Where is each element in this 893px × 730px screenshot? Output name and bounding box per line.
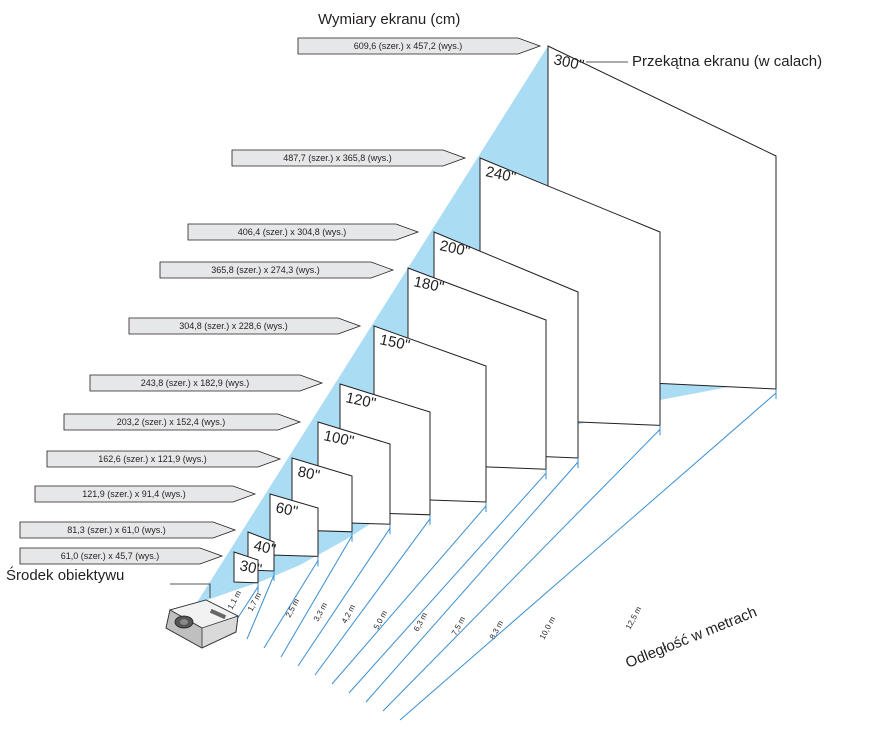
lens-center-label: Środek obiektywu bbox=[6, 566, 124, 584]
callout-box bbox=[19, 547, 224, 565]
dimension-callout-0: 61,0 (szer.) x 45,7 (wys.) bbox=[19, 547, 224, 565]
dimension-callout-6: 304,8 (szer.) x 228,6 (wys.) bbox=[128, 317, 362, 335]
screen-0: 30" bbox=[233, 551, 263, 584]
distance-label: 12,5 m bbox=[624, 605, 644, 631]
callout-box bbox=[89, 374, 324, 392]
callout-box bbox=[231, 149, 467, 167]
screen-dims-title: Wymiary ekranu (cm) bbox=[318, 11, 460, 28]
callout-text: 487,7 (szer.) x 365,8 (wys.) bbox=[283, 153, 392, 163]
distance-line bbox=[246, 574, 275, 640]
callout-box bbox=[159, 261, 395, 279]
screen-diagonal-label: 100" bbox=[322, 427, 355, 450]
screen-2: 60" bbox=[269, 493, 319, 557]
screen-diagonal-label: 40" bbox=[252, 537, 277, 558]
callout-box bbox=[128, 317, 362, 335]
dimension-callout-10: 609,6 (szer.) x 457,2 (wys.) bbox=[297, 37, 542, 55]
callout-text: 203,2 (szer.) x 152,4 (wys.) bbox=[117, 417, 226, 427]
screen-diagonal-label: 300" bbox=[552, 51, 585, 74]
distance-line bbox=[348, 472, 547, 694]
projector-icon bbox=[165, 599, 240, 649]
dimension-callout-3: 162,6 (szer.) x 121,9 (wys.) bbox=[46, 450, 282, 468]
callout-box bbox=[297, 37, 542, 55]
callout-box bbox=[34, 485, 257, 503]
dimension-callout-1: 81,3 (szer.) x 61,0 (wys.) bbox=[19, 521, 237, 539]
callout-text: 406,4 (szer.) x 304,8 (wys.) bbox=[238, 227, 347, 237]
distance-label: 3,3 m bbox=[312, 601, 329, 623]
callout-text: 61,0 (szer.) x 45,7 (wys.) bbox=[61, 551, 160, 561]
distance-line bbox=[297, 527, 391, 667]
distance-line bbox=[331, 505, 487, 685]
diagonal-title: Przekątna ekranu (w calach) bbox=[632, 53, 822, 70]
dimension-callout-9: 487,7 (szer.) x 365,8 (wys.) bbox=[231, 149, 467, 167]
distance-label: 8,3 m bbox=[488, 619, 505, 641]
callout-box bbox=[63, 413, 302, 431]
callout-text: 121,9 (szer.) x 91,4 (wys.) bbox=[82, 489, 186, 499]
distance-label: 1,7 m bbox=[246, 591, 263, 613]
callout-text: 162,6 (szer.) x 121,9 (wys.) bbox=[98, 454, 207, 464]
callout-text: 243,8 (szer.) x 182,9 (wys.) bbox=[141, 378, 250, 388]
screen-diagonal-label: 180" bbox=[412, 273, 445, 296]
screen-diagonal-label: 80" bbox=[296, 463, 321, 484]
callout-text: 609,6 (szer.) x 457,2 (wys.) bbox=[354, 41, 463, 51]
screen-diagonal-label: 30" bbox=[238, 557, 263, 578]
distance-line bbox=[314, 518, 431, 676]
callout-text: 365,8 (szer.) x 274,3 (wys.) bbox=[211, 265, 320, 275]
callout-box bbox=[46, 450, 282, 468]
distance-line bbox=[399, 392, 777, 721]
callout-text: 304,8 (szer.) x 228,6 (wys.) bbox=[179, 321, 288, 331]
distance-line bbox=[263, 560, 319, 649]
screen-diagonal-label: 240" bbox=[484, 163, 517, 186]
dimension-callout-5: 243,8 (szer.) x 182,9 (wys.) bbox=[89, 374, 324, 392]
distance-line bbox=[365, 461, 579, 703]
dimension-callout-4: 203,2 (szer.) x 152,4 (wys.) bbox=[63, 413, 302, 431]
distance-label: 2,5 m bbox=[284, 597, 301, 619]
callout-text: 81,3 (szer.) x 61,0 (wys.) bbox=[67, 525, 166, 535]
distance-line bbox=[280, 535, 353, 658]
dimension-callouts: 61,0 (szer.) x 45,7 (wys.) 81,3 (szer.) x… bbox=[19, 37, 542, 565]
lens-center-leader bbox=[170, 583, 211, 598]
distance-label: 10,0 m bbox=[538, 615, 558, 641]
callout-box bbox=[19, 521, 237, 539]
beam-top bbox=[196, 46, 548, 604]
dimension-callout-7: 365,8 (szer.) x 274,3 (wys.) bbox=[159, 261, 395, 279]
callout-box bbox=[187, 223, 420, 241]
screens-layer: 300" 240" 200" 180" 150" 120" 100"80" 60" 40"30" bbox=[233, 45, 777, 584]
screen-diagonal-label: 60" bbox=[274, 499, 299, 520]
screen-diagonal-label: 200" bbox=[438, 237, 471, 260]
screen-diagonal-label: 120" bbox=[344, 389, 377, 412]
distance-axis-label: Odległość w metrach bbox=[623, 603, 759, 671]
screen-diagonal-label: 150" bbox=[378, 331, 411, 354]
distance-label: 6,3 m bbox=[412, 611, 429, 633]
distance-line bbox=[382, 429, 661, 712]
dimension-callout-2: 121,9 (szer.) x 91,4 (wys.) bbox=[34, 485, 257, 503]
dimension-callout-8: 406,4 (szer.) x 304,8 (wys.) bbox=[187, 223, 420, 241]
